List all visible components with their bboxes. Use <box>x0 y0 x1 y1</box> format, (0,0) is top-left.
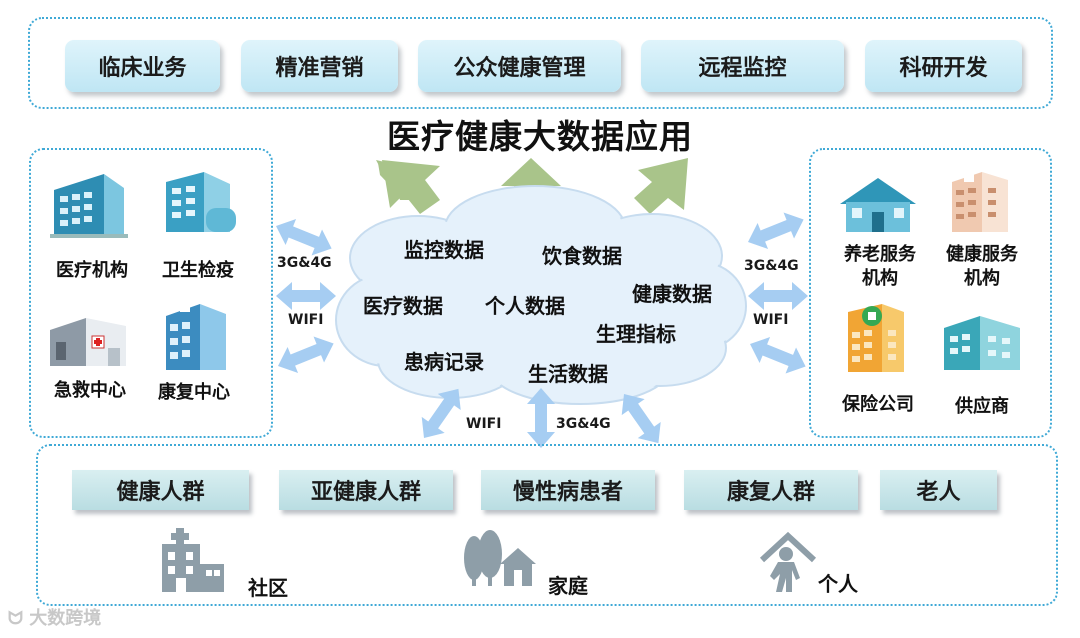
health-service-building-icon <box>952 172 1008 232</box>
net-label-right-top: 3G&4G <box>744 258 799 274</box>
net-label-bottom-left: WIFI <box>466 416 502 432</box>
net-arrow-right-2 <box>748 282 808 310</box>
app-public-health[interactable]: 公众健康管理 <box>418 40 621 92</box>
population-box <box>36 444 1058 606</box>
group-healthy[interactable]: 健康人群 <box>72 470 249 510</box>
app-research[interactable]: 科研开发 <box>865 40 1022 92</box>
individual-icon <box>759 531 817 592</box>
label-emergency-center: 急救中心 <box>54 380 126 401</box>
label-individual: 个人 <box>818 572 858 596</box>
net-arrow-right-1 <box>742 206 809 255</box>
label-health-quarantine: 卫生检疫 <box>162 260 234 281</box>
insurance-company-icon <box>848 304 904 372</box>
quarantine-building-icon <box>166 172 236 232</box>
app-clinical[interactable]: 临床业务 <box>65 40 220 92</box>
label-family: 家庭 <box>548 574 588 598</box>
left-institutions-box <box>29 148 273 438</box>
rehab-center-icon <box>166 304 226 370</box>
net-arrow-right-3 <box>744 331 811 380</box>
label-medical-institution: 医疗机构 <box>56 260 128 281</box>
label-rehab-center: 康复中心 <box>158 382 230 403</box>
elderly-care-house-icon <box>840 178 916 232</box>
up-arrow-left-shape <box>382 160 440 214</box>
label-health-service-line1: 健康服务 <box>946 244 1018 265</box>
community-icon <box>162 528 224 592</box>
diagram-title: 医疗健康大数据应用 <box>387 117 693 156</box>
cloud-item-health: 健康数据 <box>632 282 712 306</box>
label-community: 社区 <box>248 576 288 600</box>
watermark-text: 大数跨境 <box>29 608 102 629</box>
group-subhealthy[interactable]: 亚健康人群 <box>279 470 453 510</box>
net-label-left-bottom: WIFI <box>288 312 324 328</box>
ambulance-center-icon <box>50 318 126 366</box>
label-health-service-line2: 机构 <box>964 268 1000 289</box>
group-rehabilitation[interactable]: 康复人群 <box>684 470 858 510</box>
cloud-item-lifestyle: 生活数据 <box>528 362 608 386</box>
app-precision-marketing[interactable]: 精准营销 <box>241 40 398 92</box>
label-elderly-care-line2: 机构 <box>862 268 898 289</box>
app-remote-monitoring[interactable]: 远程监控 <box>641 40 844 92</box>
cloud-item-monitoring: 监控数据 <box>404 238 484 262</box>
cloud-item-personal: 个人数据 <box>485 294 565 318</box>
net-label-bottom-right: 3G&4G <box>556 416 611 432</box>
up-arrow-right <box>634 158 688 214</box>
net-label-left-top: 3G&4G <box>277 255 332 271</box>
label-elderly-care-line1: 养老服务 <box>844 244 916 265</box>
net-arrow-left-3 <box>272 330 339 379</box>
cloud-item-diet: 饮食数据 <box>542 244 622 268</box>
applications-box <box>28 17 1053 109</box>
right-institutions-box <box>809 148 1052 438</box>
label-supplier: 供应商 <box>955 396 1009 417</box>
watermark-icon: ᗢ <box>8 608 30 629</box>
hospital-icon <box>50 174 128 238</box>
cloud-item-physiology: 生理指标 <box>596 322 676 346</box>
net-label-right-bottom: WIFI <box>753 312 789 328</box>
net-arrow-left-2 <box>276 282 336 310</box>
watermark-logo: ᗢ 大数跨境 <box>8 604 101 630</box>
group-chronic-patients[interactable]: 慢性病患者 <box>481 470 655 510</box>
cloud-item-illness: 患病记录 <box>404 350 484 374</box>
group-elderly[interactable]: 老人 <box>880 470 997 510</box>
label-insurance-company: 保险公司 <box>842 394 914 415</box>
cloud-item-medical: 医疗数据 <box>363 294 443 318</box>
supplier-building-icon <box>944 316 1020 370</box>
family-icon <box>464 530 536 586</box>
